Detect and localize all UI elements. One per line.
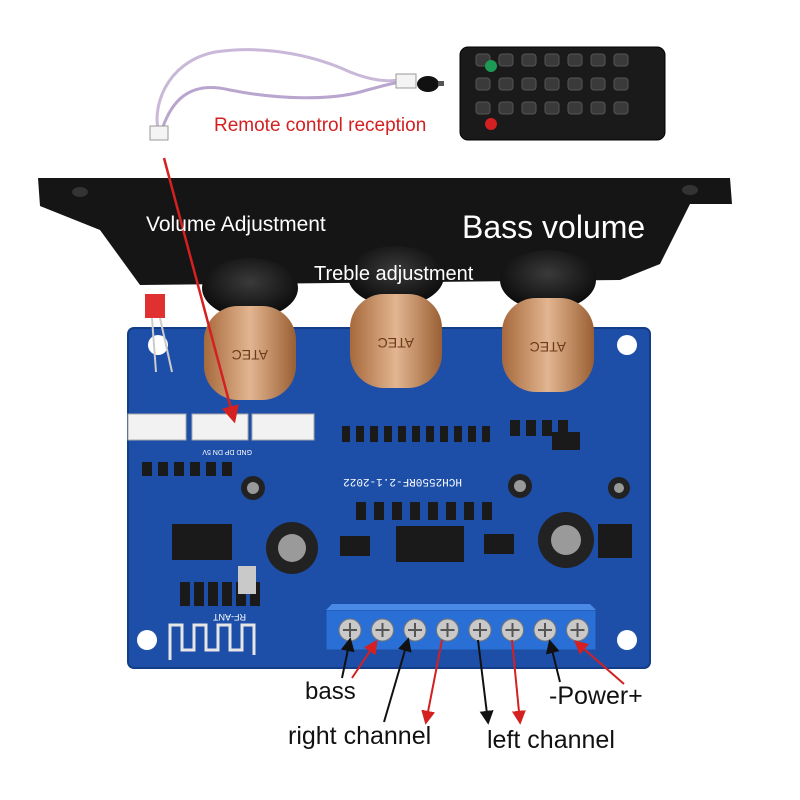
remote-button [475,101,491,115]
capacitors [241,474,630,574]
smd-component [222,582,232,606]
treble-adjustment-label: Treble adjustment [314,263,474,285]
knob [348,246,444,306]
smd-component [206,462,216,476]
terminal-arrows [340,637,625,725]
remote-button [521,101,537,115]
smd-component [342,426,350,442]
smd-component [552,432,580,450]
smd-component [174,462,184,476]
remote-button [498,77,514,91]
smd-component [396,526,464,562]
knob [202,258,298,318]
board-model-marking: HCH2550RF-2.1-2022 [343,475,462,487]
smd-component [398,426,406,442]
smd-component [428,502,438,520]
remote-button [613,101,629,115]
pot-marking: ATEC [530,339,566,355]
smd-component [172,524,232,560]
power-label: -Power+ [549,682,643,710]
smd-component [158,462,168,476]
smd-component [238,566,256,594]
smd-component [374,502,384,520]
volume-adjustment-label: Volume Adjustment [146,213,326,236]
remote-button [475,77,491,91]
remote-button [567,77,583,91]
remote-button [613,53,629,67]
smd-component [446,502,456,520]
ir-receiver-cable [149,48,444,141]
pcb-board: HCH2550RF-2.1-2022 [127,327,651,669]
remote-button [590,101,606,115]
smd-component [542,420,552,436]
right-channel-label: right channel [288,722,432,750]
smd-component [510,420,520,436]
rf-antenna: RF-ANT [168,612,256,660]
smd-component [482,502,492,520]
smd-component [558,420,568,436]
bass-label: bass [305,678,356,705]
smd-component [180,582,190,606]
remote-button [613,77,629,91]
smd-component [356,502,366,520]
remote-button [590,53,606,67]
smd-component [392,502,402,520]
header-connectors: GND DP DN 5V [127,413,315,455]
smd-component [484,534,514,554]
smd-component [142,462,152,476]
pot-marking: ATEC [232,347,268,363]
smd-component [190,462,200,476]
bass-volume-label: Bass volume [462,209,646,245]
smd-component [598,524,632,558]
remote-button [544,101,560,115]
ir-remote-control [459,46,666,141]
remote-power-button [485,118,497,130]
smd-component [426,426,434,442]
screw-terminal-block [325,604,597,651]
smd-component [384,426,392,442]
left-channel-label: left channel [487,726,615,754]
potentiometer [350,294,442,388]
smd-component [468,426,476,442]
remote-reception-arrow [162,157,239,424]
smd-component [410,502,420,520]
remote-button [521,53,537,67]
potentiometer [204,306,296,400]
remote-button [521,77,537,91]
smd-component [440,426,448,442]
remote-button [567,101,583,115]
remote-button [498,53,514,67]
smd-component [222,462,232,476]
smd-component [340,536,370,556]
smd-component [464,502,474,520]
ir-led [145,294,173,373]
potentiometer-knobs: ATEC ATEC ATEC [202,246,596,400]
smd-component [482,426,490,442]
antenna-marking: RF-ANT [213,612,246,622]
remote-button [544,77,560,91]
smd-component [356,426,364,442]
remote-control-reception-label: Remote control reception [214,115,427,136]
smd-component [412,426,420,442]
smd-component [194,582,204,606]
smd-component [526,420,536,436]
smd-component [454,426,462,442]
connector-marking: GND DP DN 5V [202,448,252,455]
remote-button [544,53,560,67]
knob [500,250,596,310]
smd-component [370,426,378,442]
remote-button [567,53,583,67]
smd-component [208,582,218,606]
remote-button [590,77,606,91]
remote-mode-button [485,60,497,72]
potentiometer [502,298,594,392]
remote-button [498,101,514,115]
pot-marking: ATEC [378,335,414,351]
